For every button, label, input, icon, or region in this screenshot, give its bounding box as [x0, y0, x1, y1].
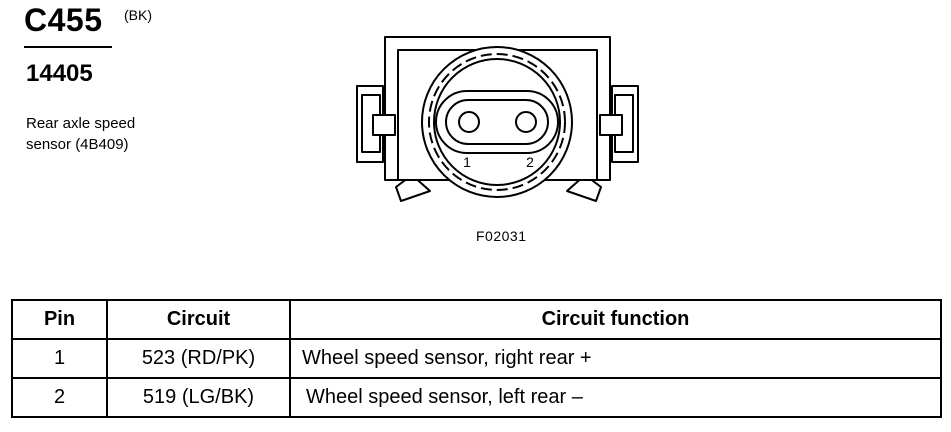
function-cell: Wheel speed sensor, left rear – — [289, 377, 942, 418]
housing-inner-ring — [433, 58, 561, 186]
description-line-1: Rear axle speed — [26, 115, 136, 132]
connector-face-drawing: 1 2 — [356, 36, 639, 202]
housing-dashed-ring — [428, 53, 566, 191]
header-circuit: Circuit — [106, 299, 291, 340]
pin-cell: 2 — [11, 377, 108, 418]
right-latch-tab — [566, 174, 602, 202]
circuit-cell: 519 (LG/BK) — [106, 377, 291, 418]
description-line-2: sensor (4B409) — [26, 136, 129, 153]
pin-cell: 1 — [11, 338, 108, 379]
header-pin: Pin — [11, 299, 108, 340]
pinout-table: Pin Circuit Circuit function 1 523 (RD/P… — [11, 299, 942, 418]
part-number: 14405 — [26, 60, 93, 87]
table-header-row: Pin Circuit Circuit function — [11, 299, 942, 340]
left-latch-tab — [395, 174, 431, 202]
table-row: 2 519 (LG/BK) Wheel speed sensor, left r… — [11, 377, 942, 418]
table-row: 1 523 (RD/PK) Wheel speed sensor, right … — [11, 338, 942, 379]
pin-cavity-inner — [445, 99, 549, 145]
circuit-cell: 523 (RD/PK) — [106, 338, 291, 379]
pin-1-terminal — [458, 111, 480, 133]
figure-id: F02031 — [476, 228, 527, 244]
pin-1-label: 1 — [463, 154, 471, 170]
component-description: Rear axle speed sensor (4B409) — [26, 113, 196, 155]
header-circuit-function: Circuit function — [289, 299, 942, 340]
title-divider — [24, 46, 112, 48]
connector-id: C455 — [24, 2, 103, 38]
pin-2-terminal — [515, 111, 537, 133]
function-cell: Wheel speed sensor, right rear + — [289, 338, 942, 379]
pin-2-label: 2 — [526, 154, 534, 170]
color-code: (BK) — [124, 7, 152, 23]
